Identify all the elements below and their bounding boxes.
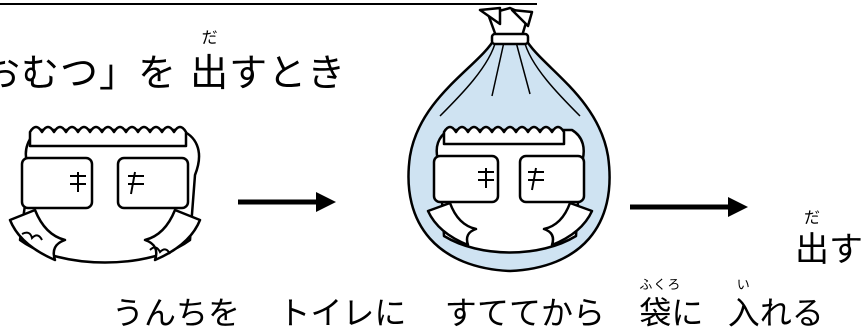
page-title: おむつ」を だ出すとき (0, 28, 347, 97)
caption-enter-kanji: 入 (727, 294, 760, 332)
caption-particle: に (671, 294, 704, 332)
caption: うんちを トイレに すててから ふくろ袋に い入れる (112, 278, 824, 334)
title-kanji-reading: だ (201, 28, 218, 47)
caption-step2: トイレに (278, 294, 407, 332)
arrow-right-icon (630, 197, 748, 217)
title-suffix: すとき (229, 51, 347, 95)
caption-bag-kanji: 袋 (639, 294, 672, 332)
arrow-right-icon (238, 192, 336, 212)
bag-with-diaper-illustration (407, 6, 611, 273)
caption-step1: うんちを (112, 294, 241, 332)
title-kanji-ruby: だ出 (190, 28, 230, 97)
caption-bag-reading: ふくろ (639, 278, 682, 293)
top-rule (0, 3, 537, 5)
caption-enter-reading: い (736, 278, 751, 293)
title-kanji: 出 (190, 51, 230, 95)
caption-enter-ruby: い入 (727, 278, 760, 334)
final-step-label: だ出す (795, 208, 863, 271)
caption-bag-ruby: ふくろ袋 (639, 278, 680, 334)
caption-step3: すててから (444, 294, 606, 332)
right-kanji: 出 (795, 230, 829, 270)
right-kanji-ruby: だ出 (795, 208, 829, 271)
right-kanji-reading: だ (803, 208, 820, 227)
diaper-illustration (8, 125, 202, 264)
title-prefix: おむつ」を (0, 51, 191, 95)
right-suffix: す (829, 230, 863, 270)
caption-enter-suffix: れる (759, 294, 824, 332)
